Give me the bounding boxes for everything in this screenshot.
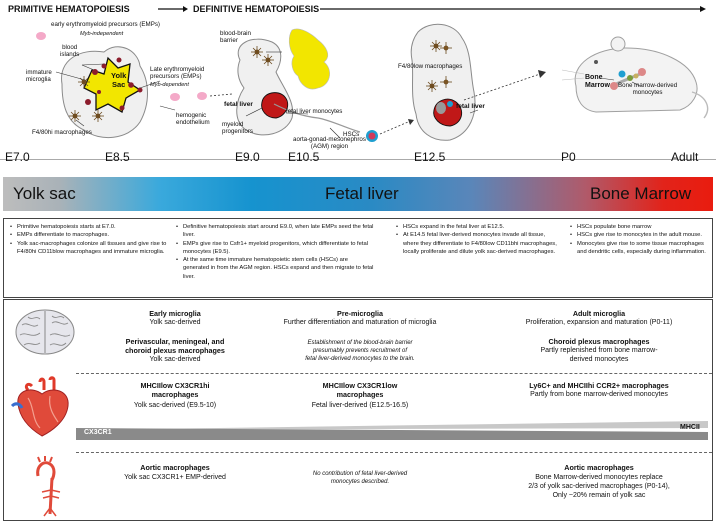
summary-item: HSCs populate bone marrow [570, 223, 706, 232]
row-divider-1 [76, 373, 712, 374]
myb-independent-label: Myb-independent [80, 31, 124, 37]
adult-mouse [561, 36, 709, 119]
summary-item: Definitive hematopoiesis start around E9… [176, 223, 374, 240]
brain-c3b-sub: Partly replenished from bone marrow- der… [540, 347, 658, 363]
aorta-c3-sub: Bone Marrow-derived monocytes replace 2/… [528, 474, 670, 499]
brain-c1-sub: Yolk sac-derived [149, 319, 201, 326]
fetal-liver-label-2: fetal liver [456, 103, 485, 110]
mhcii-label: MHCII [680, 424, 700, 431]
f480low-macrophages-label: F4/80low macrophages [398, 63, 463, 70]
hscs-label: HSCs [343, 131, 360, 138]
aorta-c1-sub: Yolk sac CX3CR1+ EMP-derived [124, 474, 226, 481]
summary-item: EMPs differentiate to macrophages. [10, 231, 172, 240]
f480hi-macrophages-label: F4/80hi macrophages [32, 129, 92, 136]
hemogenic-endothelium-label: hemogenic endothelium [176, 112, 210, 127]
row-divider-2 [76, 452, 712, 453]
brain-c1b-sub: Yolk sac-derived [149, 356, 201, 363]
aorta-icon [36, 456, 61, 517]
marker-wedges [76, 421, 708, 440]
heart-c1-title: MHCIIlow CX3CR1hi macrophages [140, 381, 210, 399]
bone-marrow-label: Bone Marrow [585, 74, 610, 90]
heart-c2-sub: Fetal liver-derived (E12.5-16.5) [311, 402, 409, 409]
agm-region-label: aorta-gonad-mesonephros (AGM) region [293, 136, 366, 151]
brain-c2-sub: Further differentiation and maturation o… [283, 319, 437, 326]
summary-col-2: Definitive hematopoiesis start around E9… [176, 223, 374, 281]
definitive-hematopoiesis-label: DEFINITIVE HEMATOPOIESIS [193, 4, 320, 14]
band-fetal-liver: Fetal liver [325, 184, 399, 203]
heart-icon [10, 376, 69, 437]
summary-item: Monocytes give rise to some tissue macro… [570, 240, 706, 257]
myeloid-progenitors-label: myeloid progenitors [222, 121, 253, 136]
myb-dependent-label: Myb-dependent [150, 82, 189, 88]
yolk-sac-label: Yolk Sac [111, 71, 127, 89]
aorta-c1-title: Aortic macrophages [140, 463, 210, 472]
bm-monocytes-label: Bone marrow-derived monocytes [618, 82, 678, 97]
brain-c1b-title: Perivascular, meningeal, and choroid ple… [125, 337, 225, 355]
summary-col-3: HSCs expand in the fetal liver at E12.5.… [396, 223, 558, 256]
emps-early-label: early erythromyeloid precursors (EMPs) [51, 21, 160, 28]
summary-item: At E14.5 fetal liver-derived monocytes i… [396, 231, 558, 256]
summary-item: Primitive hematopoiesis starts at E7.0. [10, 223, 172, 232]
brain-c1-title: Early microglia [149, 309, 201, 318]
heart-c1-sub: Yolk sac-derived (E9.5-10) [133, 402, 217, 409]
summary-item: Yolk sac-macrophages colonize all tissue… [10, 240, 172, 257]
summary-box: Primitive hematopoiesis starts at E7.0. … [3, 218, 713, 298]
organ-box: Early microglia Yolk sac-derived Pre-mic… [3, 299, 713, 521]
fetal-liver-monocytes-label: fetal liver monocytes [286, 108, 343, 115]
heart-c3-sub: Partly from bone marrow-derived monocyte… [530, 391, 668, 398]
brain-c3-sub: Proliferation, expansion and maturation … [525, 319, 673, 326]
primitive-hematopoiesis-label: PRIMITIVE HEMATOPOIESIS [8, 4, 130, 14]
embryo-e85 [36, 32, 233, 139]
timeline-e70: E7.0 [5, 150, 30, 164]
summary-item: HSCs expand in the fetal liver at E12.5. [396, 223, 558, 232]
brain-c2-note: Establishment of the blood-brain barrier… [305, 340, 415, 362]
brain-c3-title: Adult microglia [572, 309, 626, 318]
cx3cr1-label: CX3CR1 [84, 429, 112, 436]
timeline-e90: E9.0 [235, 150, 260, 164]
brain-c2-title: Pre-microglia [337, 309, 383, 318]
embryo-e105 [236, 28, 414, 142]
band-yolk-sac: Yolk sac [13, 184, 76, 203]
fetal-liver-label-1: fetal liver [224, 101, 253, 108]
summary-item: EMPs give rise to Csfr1+ myeloid progeni… [176, 240, 374, 257]
brain-icon [15, 309, 75, 355]
summary-col-1: Primitive hematopoiesis starts at E7.0. … [10, 223, 172, 256]
summary-col-4: HSCs populate bone marrow HSCs give rise… [570, 223, 706, 256]
hematopoiesis-illustration [0, 6, 716, 160]
blood-islands-label: blood islands [60, 44, 80, 59]
timeline-p0: P0 [561, 150, 576, 164]
hematopoietic-site-band: Yolk sac Fetal liver Bone Marrow [3, 177, 713, 211]
embryo-e125 [410, 23, 546, 141]
timeline-e105: E10.5 [288, 150, 320, 164]
aorta-c3-title: Aortic macrophages [564, 463, 634, 472]
summary-item: At the same time immature hematopoietic … [176, 256, 374, 281]
timeline-adult: Adult [671, 150, 699, 164]
band-bone-marrow: Bone Marrow [590, 184, 692, 203]
emps-late-label: Late erythromyeloid precursors (EMPs) [150, 66, 205, 81]
summary-item: HSCs give rise to monocytes in the adult… [570, 231, 706, 240]
heart-c3-title: Ly6C+ and MHCIIhi CCR2+ macrophages [529, 381, 669, 390]
aorta-c2-note: No contribution of fetal liver-derived m… [312, 471, 408, 485]
blood-brain-barrier-label: blood-brain barrier [220, 30, 251, 45]
timeline-e125: E12.5 [414, 150, 446, 164]
heart-c2-title: MHCIIlow CX3CR1low macrophages [322, 381, 398, 399]
brain-c3b-title: Choroid plexus macrophages [548, 337, 650, 346]
timeline-e85: E8.5 [105, 150, 130, 164]
immature-microglia-label: immature microglia [26, 69, 52, 84]
